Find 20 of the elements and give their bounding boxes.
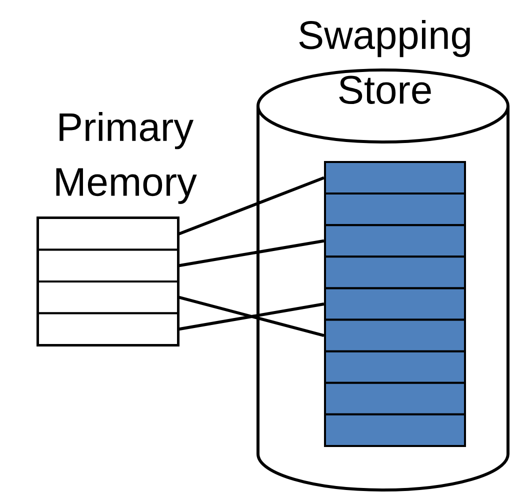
storage-slot [324, 318, 466, 352]
connector-line [178, 239, 324, 268]
memory-row [37, 216, 179, 251]
storage-slot [324, 224, 466, 258]
memory-block: Primary Memory [36, 112, 197, 346]
storage-slot [324, 350, 466, 384]
storage-slot [324, 287, 466, 321]
memory-row [37, 248, 179, 282]
node-label: Swapping [299, 20, 470, 58]
connector-line [178, 176, 325, 236]
memory-row [37, 280, 179, 314]
storage-slot [324, 413, 466, 447]
storage-slot [324, 160, 466, 195]
storage-slot [324, 192, 466, 226]
storage-slot [324, 256, 466, 290]
storage-slot [324, 382, 466, 416]
connector-line [178, 296, 324, 337]
node-label: Primary Memory [56, 112, 197, 204]
connector-line [178, 302, 324, 331]
memory-row [37, 312, 179, 346]
